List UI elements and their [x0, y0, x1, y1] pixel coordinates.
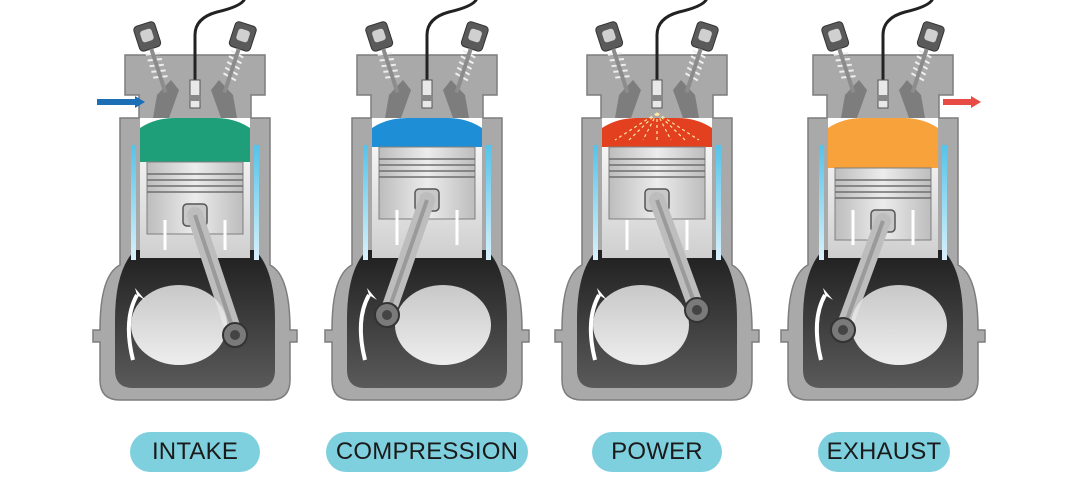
exhaust-port	[899, 80, 925, 118]
intake-rocker	[595, 21, 630, 94]
intake-port	[615, 80, 641, 118]
combustion-charge	[828, 118, 938, 168]
intake-port	[153, 80, 179, 118]
spark-plug	[189, 79, 201, 109]
exhaust-port	[673, 80, 699, 118]
crank-web	[593, 285, 689, 365]
coolant-right	[716, 145, 721, 260]
spark-plug	[877, 79, 889, 109]
spark-plug	[651, 79, 663, 109]
spark-ray	[614, 112, 658, 141]
exhaust-port	[211, 80, 237, 118]
exhaust-rocker	[684, 21, 719, 94]
stroke-label-compression: COMPRESSION	[326, 432, 528, 472]
coolant-left	[819, 145, 824, 260]
exhaust-port	[443, 80, 469, 118]
spark-ray	[628, 112, 658, 141]
exhaust-rocker	[910, 21, 945, 94]
coolant-left	[131, 145, 136, 260]
intake-rocker	[365, 21, 400, 94]
spark-plug-wire	[881, 0, 934, 90]
rotation-arrow	[588, 294, 601, 361]
combustion-charge	[140, 118, 250, 162]
spark-plug	[421, 79, 433, 109]
crank-web	[395, 285, 491, 365]
stroke-label-power: POWER	[592, 432, 722, 472]
crank-web	[131, 285, 227, 365]
intake-port	[385, 80, 411, 118]
coolant-left	[363, 145, 368, 260]
exhaust-rocker	[454, 21, 489, 94]
rotation-arrow	[358, 294, 371, 361]
rotation-arrow	[814, 294, 827, 361]
combustion-charge	[372, 118, 482, 147]
coolant-left	[593, 145, 598, 260]
spark-ray	[656, 112, 686, 141]
stroke-label-intake: INTAKE	[130, 432, 260, 472]
coolant-right	[942, 145, 947, 260]
spark-plug-wire	[425, 0, 478, 90]
spark-plug-wire	[193, 0, 246, 90]
intake-rocker	[133, 21, 168, 94]
stroke-label-exhaust: EXHAUST	[818, 432, 950, 472]
engine-power	[554, 0, 760, 401]
intake-rocker	[821, 21, 856, 94]
engine-exhaust	[780, 0, 986, 401]
spark-ray	[656, 112, 672, 141]
engine-compression	[324, 0, 530, 401]
spark-ray	[656, 112, 700, 141]
coolant-right	[254, 145, 259, 260]
exhaust-rocker	[222, 21, 257, 94]
crank-web	[851, 285, 947, 365]
spark-ray	[642, 112, 658, 141]
intake-port	[841, 80, 867, 118]
spark-plug-wire	[655, 0, 708, 90]
engine-intake	[92, 0, 298, 401]
rotation-arrow	[126, 294, 139, 361]
coolant-right	[486, 145, 491, 260]
